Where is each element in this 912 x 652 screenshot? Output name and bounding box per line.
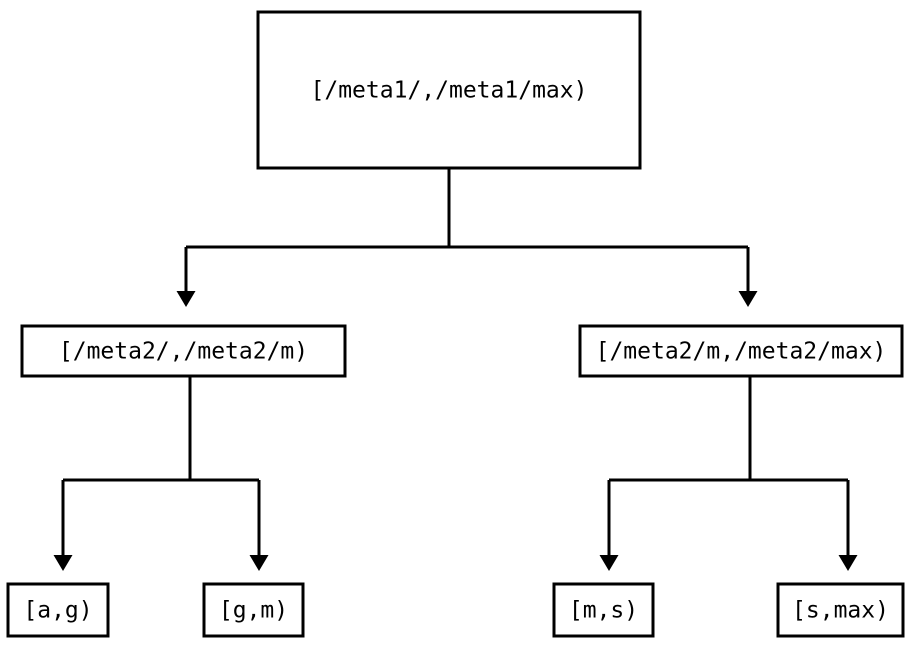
node-leaf-ms[interactable]: [m,s) [552,582,655,638]
node-mid-right-box[interactable] [578,324,904,378]
node-leaf-smax[interactable]: [s,max) [776,582,905,638]
node-leaf-gm[interactable]: [g,m) [202,582,305,638]
connector-layer [61,168,850,555]
node-root[interactable]: [/meta1/,/meta1/max) [256,10,642,170]
arrow-to-mid-right-icon [738,291,758,307]
node-leaf-ms-label: [m,s) [569,598,638,624]
node-root-label: [/meta1/,/meta1/max) [311,78,588,104]
node-mid-right[interactable]: [/meta2/m,/meta2/max) [578,324,904,378]
node-leaf-smax-label: [s,max) [792,598,889,624]
arrow-to-leaf-gm-icon [249,555,269,571]
node-leaf-ag[interactable]: [a,g) [6,582,110,638]
arrowhead-layer [53,291,858,571]
node-root-box[interactable] [256,10,642,170]
arrow-to-leaf-ms-icon [599,555,619,571]
node-mid-left[interactable]: [/meta2/,/meta2/m) [20,324,347,378]
node-mid-left-label: [/meta2/,/meta2/m) [59,339,308,365]
node-mid-right-label: [/meta2/m,/meta2/max) [596,339,887,365]
node-leaf-ag-box[interactable] [6,582,110,638]
node-leaf-gm-box[interactable] [202,582,305,638]
node-leaf-smax-box[interactable] [776,582,905,638]
arrow-to-mid-left-icon [176,291,196,307]
node-layer: [/meta1/,/meta1/max) [/meta2/,/meta2/m) … [6,10,905,638]
node-leaf-ag-label: [a,g) [23,598,92,624]
arrow-to-leaf-ag-icon [53,555,73,571]
node-leaf-gm-label: [g,m) [219,598,288,624]
node-mid-left-box[interactable] [20,324,347,378]
node-leaf-ms-box[interactable] [552,582,655,638]
arrow-to-leaf-smax-icon [838,555,858,571]
